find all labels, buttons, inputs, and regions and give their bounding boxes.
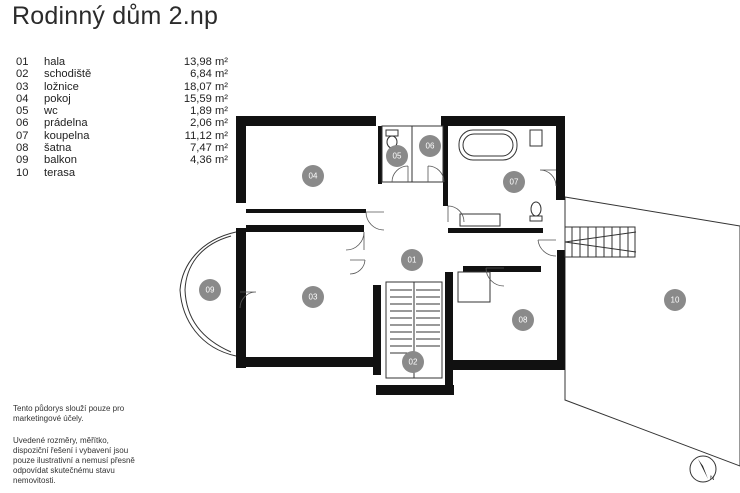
room-area: 11,12 m² [184,129,228,142]
room-name: prádelna [44,117,88,130]
room-row: 03 ložnice 18,07 m² [16,81,228,93]
washbasin [459,213,501,227]
wardrobe-niche [457,271,491,303]
room-badge-label: 10 [671,296,680,305]
room-badge-01: 01 [401,249,423,271]
room-row: 07 koupelna 11,12 m² [16,130,228,142]
room-badge-09: 09 [199,279,221,301]
room-name: schodiště [44,68,92,81]
room-row: 01 hala 13,98 m² [16,56,228,68]
room-badge-03: 03 [302,286,324,308]
room-area: 6,84 m² [190,68,228,81]
room-row: 08 šatna 7,47 m² [16,142,228,154]
room-row: 10 terasa [16,167,228,179]
room-area: 7,47 m² [190,142,228,155]
room-legend: 01 hala 13,98 m² 02 schodiště 6,84 m² 03 ložn… [16,56,228,179]
wall [463,266,541,272]
room-area: 13,98 m² [183,56,228,68]
wall [236,228,246,368]
room-name: hala [44,56,66,68]
room-number: 01 [16,56,29,68]
room-badge-label: 07 [510,178,519,187]
room-row: 05 wc 1,89 m² [16,105,228,117]
room-row: 09 balkon 4,36 m² [16,154,228,166]
wall [246,209,366,213]
room-name: koupelna [44,129,90,142]
wall [441,116,563,126]
disclaimer-accuracy: Uvedené rozměry, měřítko, dispoziční řeš… [13,436,135,485]
wall [443,126,448,206]
room-area: 1,89 m² [190,105,228,118]
wall [445,360,565,370]
wall [236,116,376,126]
room-name: pokoj [44,92,71,105]
room-name: terasa [44,166,76,179]
room-badge-04: 04 [302,165,324,187]
wall [448,228,543,233]
room-badge-08: 08 [512,309,534,331]
room-badge-06: 06 [419,135,441,157]
door-swings [239,165,557,309]
balcony-rail [184,235,232,353]
room-badge-10: 10 [664,289,686,311]
room-badge-label: 05 [393,152,402,161]
room-badge-label: 02 [409,358,418,367]
room-badge-label: 06 [426,142,435,151]
toilet-icon [385,129,543,222]
wall [556,116,565,200]
room-number: 09 [16,154,29,167]
room-number: 10 [16,166,29,179]
wall [378,126,382,184]
room-badge-label: 01 [408,256,417,265]
room-badge-label: 09 [206,286,215,295]
wall [246,225,364,232]
page-title: Rodinný dům 2.np [12,2,219,30]
room-name: balkon [44,154,77,167]
wall [557,250,565,370]
room-badge-05: 05 [386,145,408,167]
room-row: 06 prádelna 2,06 m² [16,117,228,129]
room-number: 08 [16,142,29,155]
room-badge-label: 04 [309,172,318,181]
room-row: 04 pokoj 15,59 m² [16,93,228,105]
room-badge-label: 03 [309,293,318,302]
room-number: 04 [16,92,29,105]
balcony-outline [179,231,237,357]
terrace-steps [564,226,637,258]
bathtub [458,129,518,161]
room-number: 05 [16,105,29,118]
wall [236,116,246,203]
room-area: 2,06 m² [190,117,228,130]
room-number: 03 [16,80,29,93]
room-name: ložnice [44,80,79,93]
room-number: 06 [16,117,29,130]
room-badge-07: 07 [503,171,525,193]
room-badge-02: 02 [402,351,424,373]
wall [236,357,376,367]
room-name: šatna [44,142,72,155]
compass-north-label: N [710,476,714,482]
room-badge-label: 08 [519,316,528,325]
room-number: 02 [16,68,29,81]
north-compass-icon: N [689,455,717,483]
room-area: 18,07 m² [183,80,228,93]
disclaimer-marketing: Tento půdorys slouží pouze pro marketing… [13,404,125,423]
wall [445,357,453,385]
room-name: wc [44,105,58,118]
room-row: 02 schodiště 6,84 m² [16,68,228,80]
room-area: 15,59 m² [183,92,228,105]
room-number: 07 [16,129,29,142]
terrace-outline [564,196,740,467]
wall [376,385,454,395]
room-area: 4,36 m² [190,154,228,167]
wall [373,285,381,375]
wall [445,272,453,357]
